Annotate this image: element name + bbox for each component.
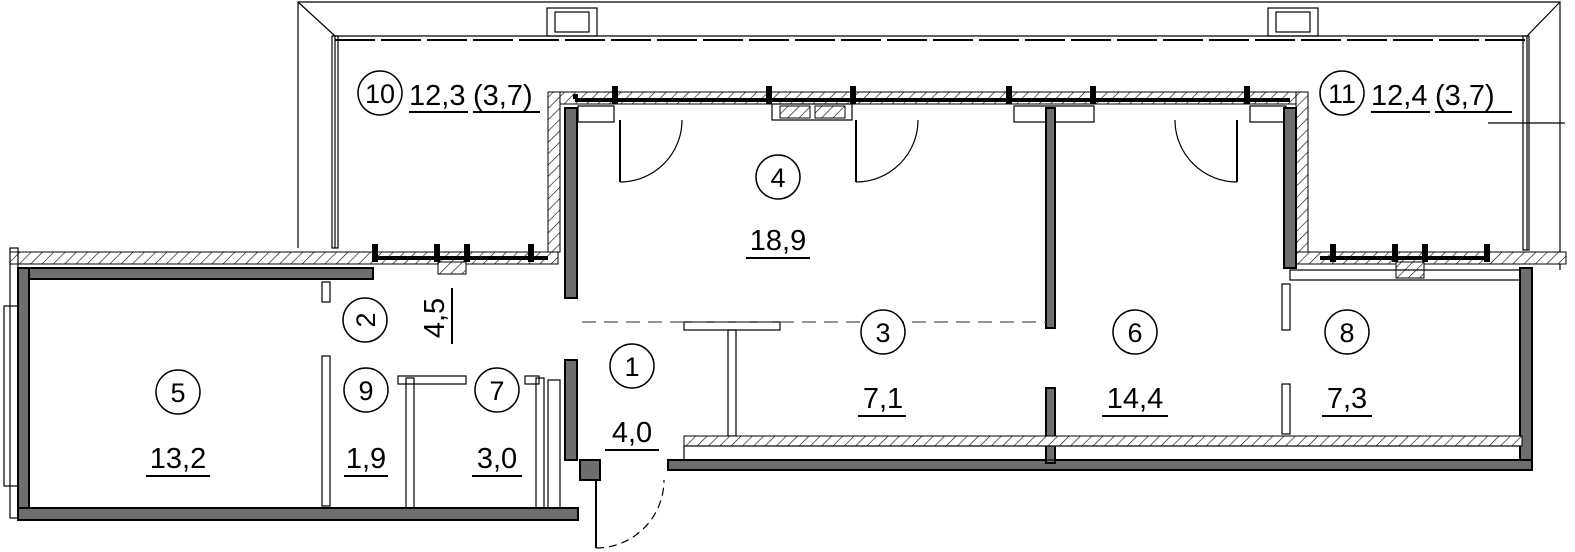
facade-wall bbox=[9, 86, 1567, 279]
room-area: 7,1 bbox=[863, 383, 903, 415]
room-11: 11 12,4 (3,7) bbox=[1319, 70, 1512, 116]
doors bbox=[595, 119, 1238, 549]
room-area-extra: (3,7) bbox=[473, 80, 533, 112]
room-9: 9 1,9 bbox=[343, 367, 389, 477]
room-number: 5 bbox=[170, 378, 185, 408]
room-number-circle bbox=[357, 70, 403, 116]
room-number-circle bbox=[343, 367, 389, 413]
room-number: 11 bbox=[1328, 79, 1356, 109]
room-10: 10 12,3 (3,7) bbox=[357, 70, 540, 116]
room-number: 10 bbox=[365, 79, 395, 109]
room-area: 4,5 bbox=[419, 298, 451, 338]
room-number-circle bbox=[1112, 309, 1158, 355]
room-number: 1 bbox=[624, 352, 639, 382]
room-area: 4,0 bbox=[612, 417, 652, 449]
room-1: 1 4,0 bbox=[605, 343, 659, 451]
room-number: 7 bbox=[489, 376, 504, 406]
room-area: 12,3 bbox=[409, 80, 465, 112]
room-area: 13,2 bbox=[150, 443, 206, 475]
room-area: 1,9 bbox=[346, 443, 386, 475]
loggia-outline bbox=[297, 1, 1565, 270]
room-area: 18,9 bbox=[750, 225, 806, 257]
room-area: 3,0 bbox=[477, 443, 517, 475]
room-8: 8 7,3 bbox=[1322, 309, 1372, 417]
room-number-circle bbox=[155, 369, 201, 415]
room-area: 14,4 bbox=[1107, 383, 1163, 415]
room-2: 2 4,5 bbox=[342, 288, 453, 344]
room-number-circle bbox=[342, 297, 388, 343]
room-number-circle bbox=[474, 367, 520, 413]
room-6: 6 14,4 bbox=[1102, 309, 1168, 417]
room-7: 7 3,0 bbox=[472, 367, 522, 477]
partitions bbox=[3, 247, 1523, 519]
room-number-circle bbox=[1324, 309, 1370, 355]
room-number: 4 bbox=[770, 163, 785, 193]
room-number: 6 bbox=[1127, 318, 1142, 348]
room-3: 3 7,1 bbox=[858, 309, 906, 417]
room-number-circle bbox=[755, 154, 801, 200]
room-number-circle bbox=[860, 309, 906, 355]
room-4: 4 18,9 bbox=[746, 154, 810, 259]
room-number: 3 bbox=[875, 318, 890, 348]
structural-walls bbox=[17, 107, 1533, 521]
room-number-circle bbox=[609, 343, 655, 389]
room-number-circle bbox=[1319, 70, 1365, 116]
room-number: 9 bbox=[358, 376, 373, 406]
room-5: 5 13,2 bbox=[146, 369, 210, 477]
room-number: 2 bbox=[351, 312, 381, 327]
room-number: 8 bbox=[1339, 318, 1354, 348]
room-area: 12,4 bbox=[1371, 80, 1427, 112]
room-area: 7,3 bbox=[1327, 383, 1367, 415]
room-area-extra: (3,7) bbox=[1435, 80, 1495, 112]
